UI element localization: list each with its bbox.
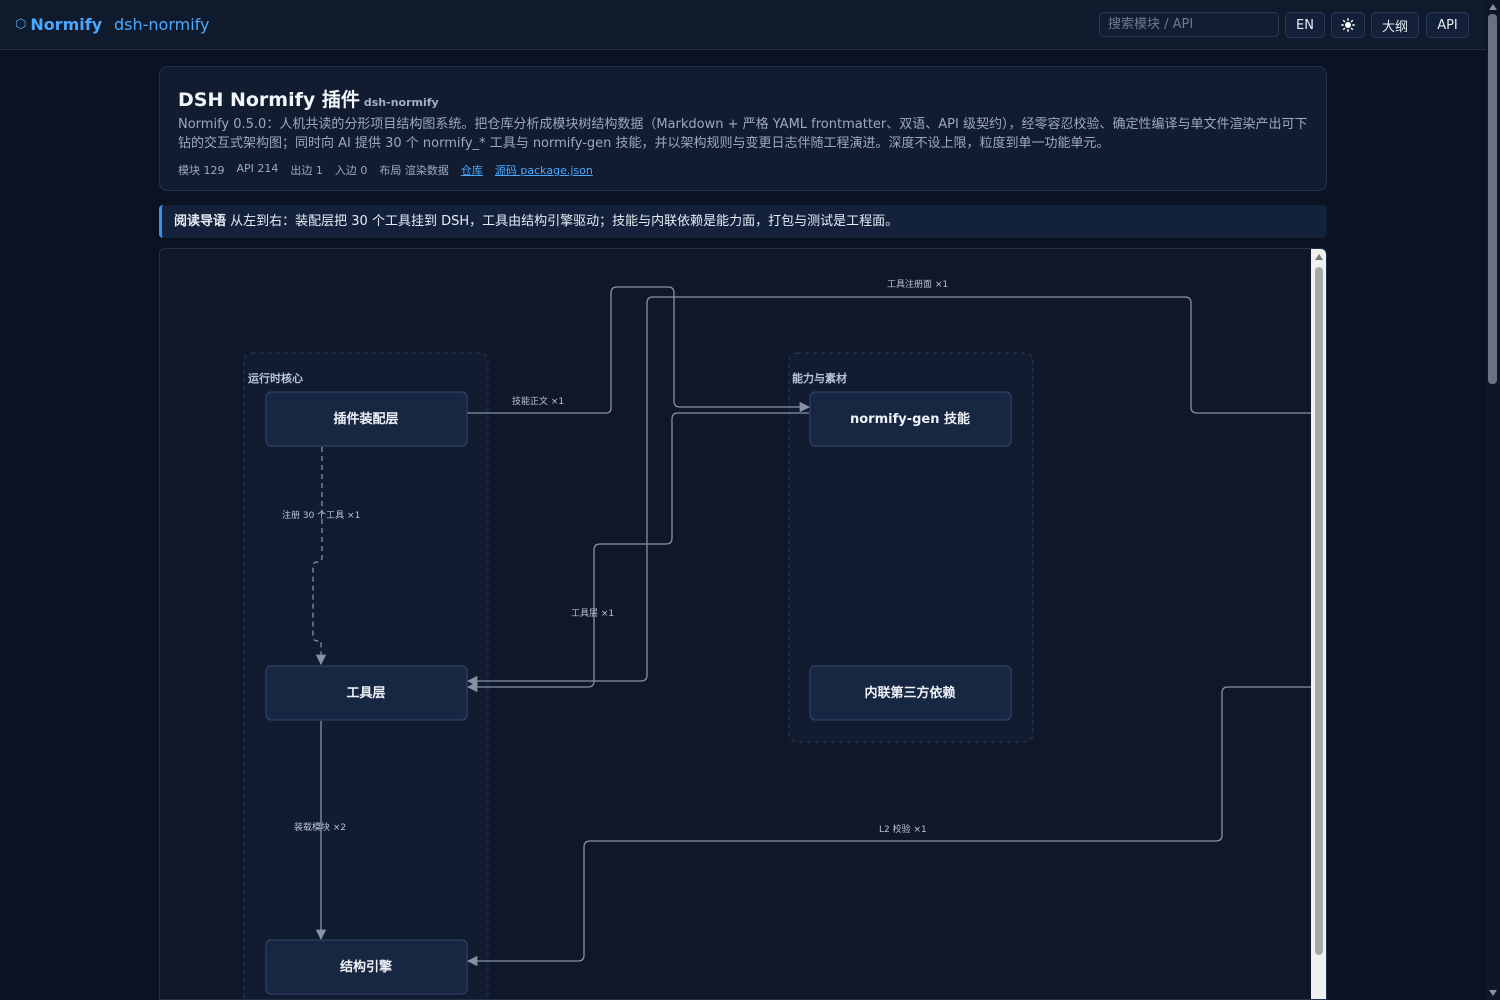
node-inline-deps-label: 内联第三方依赖 <box>864 685 955 701</box>
plugin-description: Normify 0.5.0：人机共读的分形项目结构图系统。把仓库分析成模块树结构… <box>178 117 1308 151</box>
edge-label-register: 注册 30 个工具 ×1 <box>282 509 360 521</box>
node-assembly-label: 插件装配层 <box>333 411 398 427</box>
source-link[interactable]: 源码 package.json <box>494 164 593 177</box>
node-skill-label: normify-gen 技能 <box>850 411 970 427</box>
page-scrollbar[interactable] <box>1486 0 1500 1000</box>
edge-l2-check[interactable] <box>466 686 1312 967</box>
node-tools[interactable]: 工具层 <box>265 665 468 721</box>
edge-skill-text[interactable] <box>467 286 811 414</box>
stat-out-edges: 出边 1 <box>290 164 323 177</box>
stat-in-edges: 入边 0 <box>334 164 368 177</box>
node-engine-label: 结构引擎 <box>340 959 392 975</box>
edge-label-tool-layer: 工具层 ×1 <box>571 608 614 619</box>
edge-tool-layer[interactable] <box>466 412 809 693</box>
page-scrollbar-thumb[interactable] <box>1488 14 1497 384</box>
guide-label: 阅读导语 <box>174 214 227 229</box>
brand-name: Normify <box>30 15 103 34</box>
diagram-scroll-up-icon[interactable] <box>1315 254 1323 260</box>
stat-layout: 布局 渲染数据 <box>379 164 449 177</box>
stats-row: 模块 129 API 214 出边 1 入边 0 布局 渲染数据 仓库 源码 p… <box>178 162 593 178</box>
stat-modules: 模块 129 <box>178 164 225 177</box>
edge-label-tool-surface: 工具注册面 ×1 <box>887 278 948 290</box>
edge-label-l2-check: L2 校验 ×1 <box>879 823 927 835</box>
diagram-scrollbar[interactable] <box>1311 249 1326 999</box>
group-capability <box>788 352 1034 743</box>
repo-link[interactable]: 仓库 <box>460 164 483 177</box>
edge-tool-surface[interactable] <box>466 296 1312 687</box>
title-text: DSH Normify 插件 <box>178 89 360 111</box>
scroll-up-icon[interactable] <box>1489 4 1497 10</box>
node-tools-label: 工具层 <box>346 686 385 701</box>
project-name[interactable]: dsh-normify <box>114 15 210 34</box>
node-inline-deps[interactable]: 内联第三方依赖 <box>809 665 1012 721</box>
top-bar: ⬡ Normify dsh-normify EN 大纲 API <box>0 0 1486 50</box>
theme-toggle-button[interactable] <box>1331 12 1365 38</box>
diagram-scrollbar-thumb[interactable] <box>1315 267 1323 955</box>
group-capability-label: 能力与素材 <box>792 371 847 385</box>
node-assembly[interactable]: 插件装配层 <box>265 391 468 447</box>
hexagon-icon: ⬡ <box>15 17 27 32</box>
guide-text: 从左到右：装配层把 30 个工具挂到 DSH，工具由结构引擎驱动；技能与内联依赖… <box>230 214 899 229</box>
api-button[interactable]: API <box>1426 12 1469 38</box>
scroll-down-icon[interactable] <box>1489 990 1497 996</box>
language-button[interactable]: EN <box>1285 12 1325 38</box>
sun-icon <box>1341 18 1355 32</box>
reading-guide: 阅读导语 从左到右：装配层把 30 个工具挂到 DSH，工具由结构引擎驱动；技能… <box>159 205 1327 238</box>
diagram-svg: 运行时核心 能力与素材 注册 30 个工具 ×1 装载模块 ×2 技能正文 ×1… <box>243 278 1312 999</box>
stat-api: API 214 <box>236 162 279 175</box>
edge-label-skill-text: 技能正文 ×1 <box>512 395 564 407</box>
edge-register[interactable] <box>312 447 327 666</box>
plugin-slug: dsh-normify <box>363 96 439 109</box>
node-engine[interactable]: 结构引擎 <box>265 939 468 995</box>
brand-logo[interactable]: ⬡ Normify <box>15 15 102 34</box>
edge-label-load: 装载模块 ×2 <box>294 821 346 833</box>
node-skill[interactable]: normify-gen 技能 <box>809 391 1012 447</box>
architecture-diagram[interactable]: 运行时核心 能力与素材 注册 30 个工具 ×1 装载模块 ×2 技能正文 ×1… <box>159 248 1327 1000</box>
search-input[interactable] <box>1099 12 1279 37</box>
outline-button[interactable]: 大纲 <box>1371 12 1419 38</box>
group-runtime-label: 运行时核心 <box>248 371 303 385</box>
